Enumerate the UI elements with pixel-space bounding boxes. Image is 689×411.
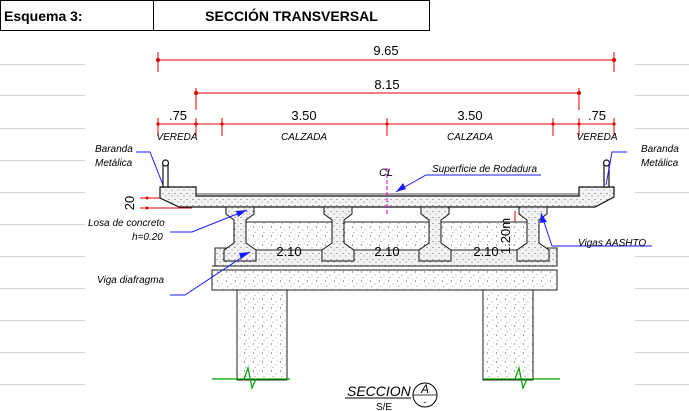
zone-center-left: CALZADA: [281, 132, 327, 143]
ground-lines: [212, 365, 560, 390]
section-title: SECCION: [347, 383, 412, 399]
bearing-seat: [214, 221, 558, 267]
section-tag: SECCION A - S/E: [345, 382, 438, 411]
railing-left-label-2: Metálica: [95, 158, 133, 169]
header-title-cell: SECCIÓN TRANSVERSAL: [153, 0, 430, 31]
centerline-label: CL: [379, 167, 393, 179]
railing-right-label-1: Baranda: [641, 144, 679, 155]
slab-label-2: h=0.20: [132, 232, 163, 243]
section-letter: A: [420, 382, 429, 396]
section-dash: -: [424, 397, 427, 407]
dim-lane-right: 3.50: [457, 108, 482, 123]
slab-height-label: 20: [122, 196, 137, 210]
beam-height-label: 1.20m: [498, 218, 513, 254]
surface-label: Superficie de Rodadura: [432, 164, 538, 175]
dim-right-sidewalk: .75: [588, 108, 606, 123]
dim-lane-left: 3.50: [291, 108, 316, 123]
zone-right: VEREDA: [576, 132, 617, 143]
slab-label-1: Losa de concreto: [88, 218, 165, 229]
cap-beam: [211, 265, 558, 291]
pillars: [236, 289, 534, 381]
header-label: Esquema 3:: [4, 7, 83, 24]
railing-right-label-2: Metálica: [641, 158, 679, 169]
dim-left-sidewalk: .75: [169, 108, 187, 123]
zone-left: VEREDA: [156, 132, 197, 143]
spacing-2: 2.10: [374, 244, 399, 259]
dim-inner: 8.15: [374, 77, 399, 92]
dim-total: 9.65: [373, 43, 398, 58]
leader-lines: [136, 151, 652, 296]
spacing-3: 2.10: [473, 244, 498, 259]
header-title: SECCIÓN TRANSVERSAL: [205, 7, 378, 24]
zone-center-right: CALZADA: [447, 132, 493, 143]
leader-arrows: [236, 183, 547, 259]
aashto-girders: [223, 206, 550, 262]
diaphragm-label: Viga diafragma: [97, 275, 165, 286]
railing-left-label-1: Baranda: [95, 144, 133, 155]
spacing-1: 2.10: [276, 244, 301, 259]
railing-left: [161, 159, 170, 188]
girders-label: Vigas AASHTO: [578, 238, 646, 249]
section-sub: S/E: [376, 402, 392, 411]
